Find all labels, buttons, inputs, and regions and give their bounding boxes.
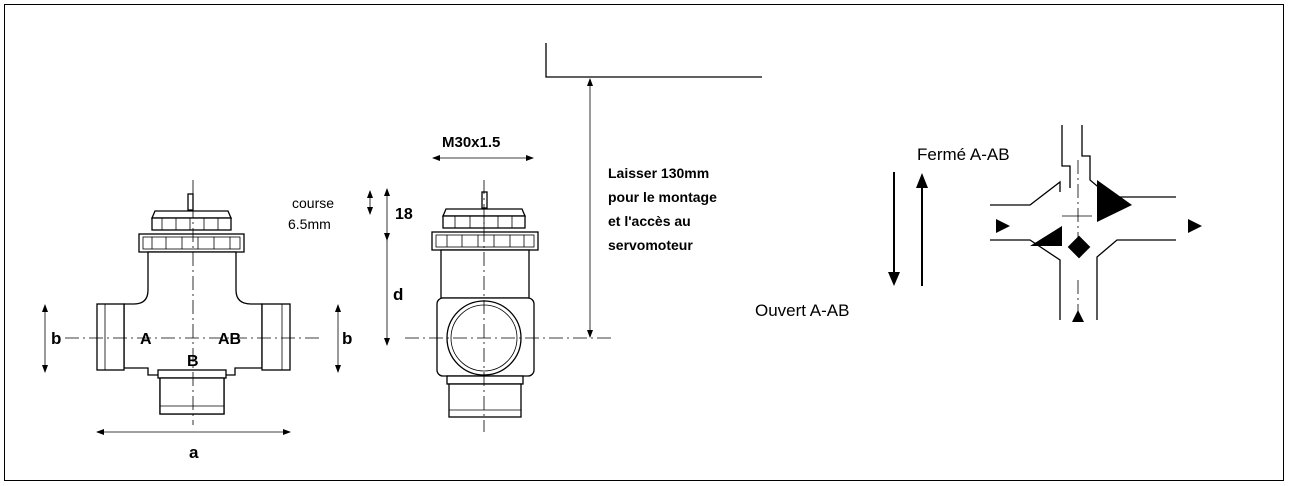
port-ab-label: AB (218, 331, 241, 348)
clearance-line4: servomoteur (608, 237, 693, 253)
stroke-label-line2: 6.5mm (288, 216, 331, 232)
closed-label: Fermé A-AB (917, 145, 1010, 164)
port-b-label: B (187, 353, 199, 370)
drawing-border (4, 4, 1284, 481)
height-dim-label: d (393, 285, 403, 304)
front-view (42, 180, 341, 435)
dim-b-left-label: b (51, 329, 61, 348)
open-label: Ouvert A-AB (755, 301, 849, 320)
clearance-line3: et l'accès au (608, 213, 691, 229)
stroke-dim-label: 18 (395, 206, 413, 223)
side-view (367, 43, 762, 432)
clearance-line2: pour le montage (608, 189, 717, 205)
port-a-label: A (140, 331, 152, 348)
stroke-label-line1: course (292, 195, 334, 211)
clearance-line1: Laisser 130mm (608, 165, 709, 181)
thread-label: M30x1.5 (442, 134, 500, 151)
dim-a-label: a (189, 443, 199, 462)
dim-b-right-label: b (342, 329, 352, 348)
